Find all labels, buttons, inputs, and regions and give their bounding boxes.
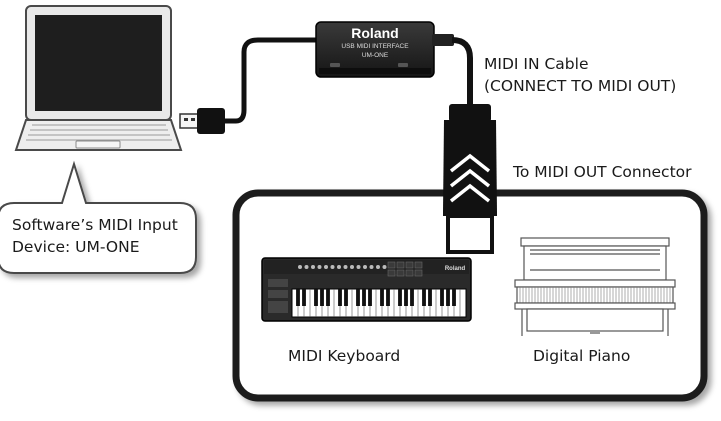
- keyboard-knob: [330, 265, 335, 269]
- keyboard-knob: [363, 265, 367, 269]
- midi-in-cable: [451, 37, 473, 110]
- midi-out-connector-label: To MIDI OUT Connector: [513, 163, 692, 181]
- keyboard-knob: [324, 265, 328, 269]
- keyboard-knob: [304, 265, 309, 269]
- keyboard-black-key: [440, 289, 444, 306]
- keyboard-black-key: [362, 289, 366, 306]
- keyboard-black-key: [380, 289, 384, 306]
- keyboard-black-key: [428, 289, 432, 306]
- digital-piano-label: Digital Piano: [533, 347, 631, 365]
- keyboard-black-key: [368, 289, 372, 306]
- keyboard-black-key: [398, 289, 402, 306]
- keyboard-black-key: [302, 289, 306, 306]
- keyboard-pad: [387, 261, 396, 269]
- keyboard-pad: [396, 269, 405, 277]
- keyboard-knob: [356, 265, 361, 269]
- keyboard-black-key: [314, 289, 318, 306]
- cable-label-line1: MIDI IN Cable: [484, 55, 589, 73]
- keyboard-knob: [376, 265, 380, 269]
- keyboard-black-key: [320, 289, 324, 306]
- bubble-line1: Software’s MIDI Input: [12, 216, 178, 234]
- digital-piano-icon: [514, 237, 676, 336]
- midi-keyboard-icon: [261, 257, 472, 322]
- speech-bubble: [0, 160, 197, 274]
- keyboard-black-key: [422, 289, 426, 306]
- keyboard-knob: [311, 265, 315, 269]
- keyboard-knob: [298, 265, 302, 269]
- usb-plug-icon: [179, 108, 225, 134]
- keyboard-black-key: [356, 289, 360, 306]
- cable-label-line2: (CONNECT TO MIDI OUT): [484, 77, 677, 95]
- keyboard-pad: [414, 261, 423, 269]
- keyboard-black-key: [296, 289, 300, 306]
- keyboard-black-key: [452, 289, 456, 306]
- interface-brand: Roland: [351, 25, 398, 41]
- keyboard-knob: [337, 265, 341, 269]
- keyboard-pad: [387, 269, 396, 277]
- usb-cable: [224, 37, 318, 124]
- keyboard-black-key: [326, 289, 330, 306]
- keyboard-black-key: [344, 289, 348, 306]
- keyboard-black-key: [410, 289, 414, 306]
- keyboard-black-key: [446, 289, 450, 306]
- interface-model: UM-ONE: [362, 52, 389, 59]
- keyboard-black-key: [338, 289, 342, 306]
- laptop-icon: [14, 5, 183, 151]
- keyboard-knob: [343, 265, 348, 269]
- bubble-line2: Device: UM-ONE: [12, 238, 140, 256]
- keyboard-brand: Roland: [445, 266, 466, 272]
- speech-bubble-text: Software’s MIDI Input Device: UM-ONE: [12, 214, 178, 258]
- keyboard-pad: [396, 261, 405, 269]
- keyboard-black-key: [386, 289, 390, 306]
- keyboard-knob: [350, 265, 354, 269]
- midi-in-cable-label: MIDI IN Cable (CONNECT TO MIDI OUT): [484, 53, 676, 97]
- midi-keyboard-label: MIDI Keyboard: [288, 347, 401, 365]
- keyboard-knob: [369, 265, 374, 269]
- keyboard-pad: [405, 261, 414, 269]
- keyboard-pad: [414, 269, 423, 277]
- keyboard-pad: [405, 269, 414, 277]
- keyboard-black-key: [404, 289, 408, 306]
- midi-plug-icon: [443, 104, 497, 254]
- interface-subtitle: USB MIDI INTERFACE: [341, 43, 409, 50]
- um-one-interface-icon: [315, 21, 454, 78]
- keyboard-knob: [382, 265, 387, 269]
- keyboard-knob: [317, 265, 322, 269]
